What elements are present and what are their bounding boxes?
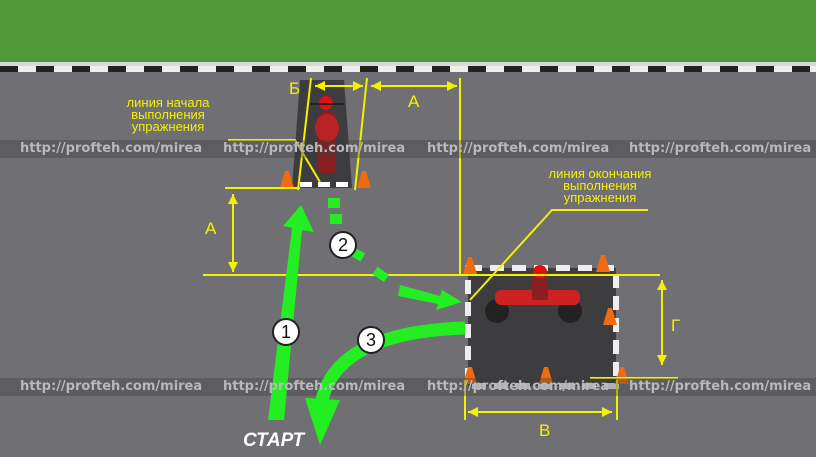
watermark: http://profteh.com/mirea — [223, 379, 406, 394]
traffic-cone — [615, 367, 629, 384]
dimension-lines — [203, 77, 678, 420]
dimension-b-label: Б — [289, 79, 301, 98]
watermark: http://profteh.com/mirea — [427, 379, 610, 394]
start-line-label: линия начала выполнения упражнения — [108, 95, 228, 134]
start-label: СТАРТ — [243, 430, 305, 451]
label-line: упражнения — [131, 119, 205, 134]
watermark: http://profteh.com/mirea — [20, 141, 203, 156]
step-2-marker: 2 — [329, 231, 357, 259]
traffic-cone — [463, 367, 477, 384]
dimension-a-top-label: А — [408, 92, 420, 111]
traffic-cone — [357, 171, 371, 188]
route-1-arrow — [268, 205, 314, 420]
watermark: http://profteh.com/mirea — [427, 141, 610, 156]
traffic-cones — [280, 171, 629, 384]
step-1-marker: 1 — [272, 318, 300, 346]
label-line: линия начала — [126, 95, 210, 110]
dimension-a-left-label: А — [205, 219, 217, 238]
step-3-marker: 3 — [357, 326, 385, 354]
traffic-cone — [596, 255, 610, 272]
finish-line-label: линия окончания выполнения упражнения — [530, 166, 670, 205]
traffic-cone — [280, 171, 294, 188]
label-line: линия окончания — [548, 166, 652, 181]
label-line: выполнения — [131, 107, 205, 122]
watermark: http://profteh.com/mirea — [223, 141, 406, 156]
watermark: http://profteh.com/mirea — [20, 379, 203, 394]
grass — [0, 0, 816, 62]
watermark: http://profteh.com/mirea — [629, 141, 812, 156]
traffic-cone — [463, 257, 477, 274]
dimension-v-label: В — [539, 421, 551, 440]
curb — [0, 66, 816, 72]
traffic-cone — [603, 308, 617, 325]
traffic-cone — [539, 367, 553, 384]
start-motorcycle — [310, 96, 344, 174]
label-line: упражнения — [563, 190, 637, 205]
watermark: http://profteh.com/mirea — [629, 379, 812, 394]
route-arrows — [268, 198, 466, 445]
dimension-g-label: Г — [671, 316, 681, 335]
label-line: выполнения — [563, 178, 637, 193]
